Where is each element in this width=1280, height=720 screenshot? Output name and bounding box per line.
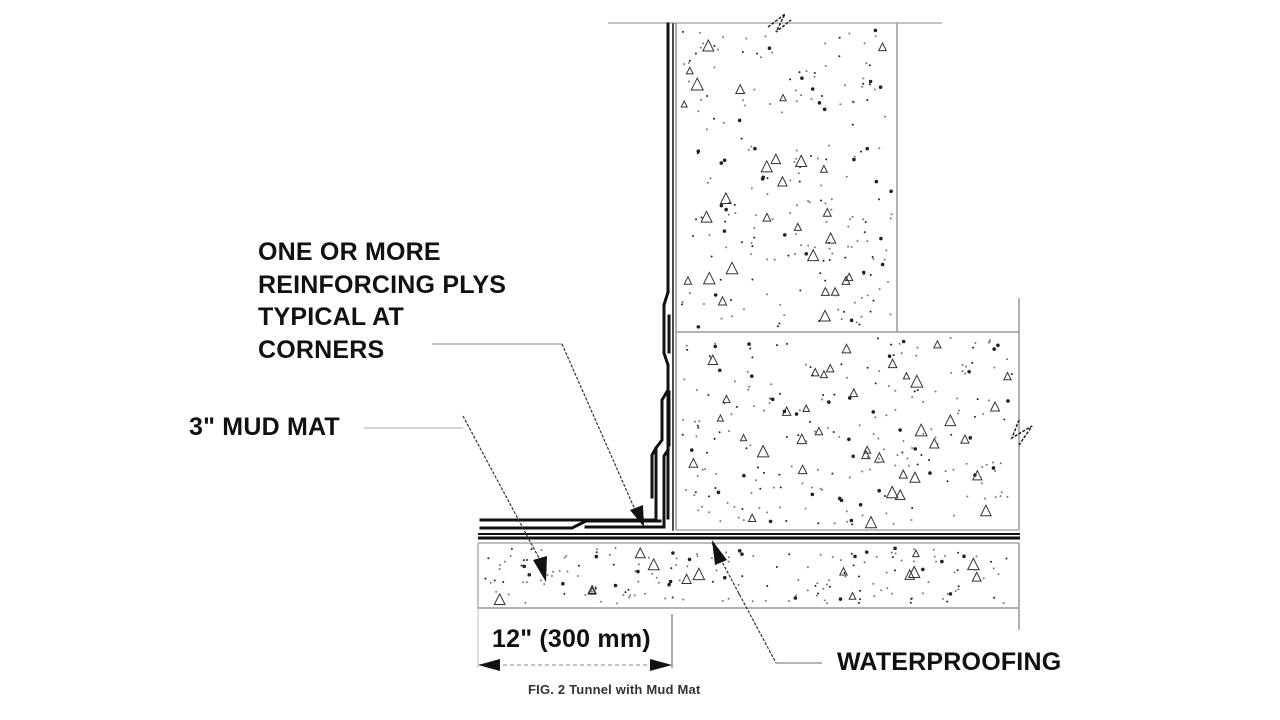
callout-waterproofing: WATERPROOFING (837, 648, 1062, 676)
arrow-right-icon (650, 659, 672, 671)
callout-mud-mat: 3" MUD MAT (189, 413, 340, 441)
dimension-label: 12" (300 mm) (492, 625, 651, 653)
callout-reinforcing-plys: ONE OR MORE REINFORCING PLYS TYPICAL AT … (258, 236, 506, 366)
concrete-wall (608, 22, 1020, 531)
leader-waterproofing (711, 540, 822, 664)
waterproofing-horizontal (478, 533, 1020, 540)
mud-mat-aggregate-pattern (484, 546, 1008, 606)
mud-mat (477, 542, 1020, 630)
arrow-left-icon (478, 659, 500, 671)
concrete-aggregate-pattern (680, 28, 1013, 529)
dimension-line (477, 608, 673, 671)
break-symbol-top (767, 13, 792, 33)
callout-line: CORNERS (258, 335, 385, 364)
callout-line: REINFORCING PLYS (258, 270, 507, 299)
callout-line: ONE OR MORE (258, 238, 441, 266)
leader-mud-mat (364, 415, 547, 582)
waterproofing-vertical (479, 22, 674, 531)
callout-line: TYPICAL AT (258, 303, 404, 331)
break-symbol-right (1010, 419, 1033, 446)
figure-caption: FIG. 2 Tunnel with Mud Mat (528, 682, 701, 697)
leader-reinforcing-plys (432, 343, 644, 527)
